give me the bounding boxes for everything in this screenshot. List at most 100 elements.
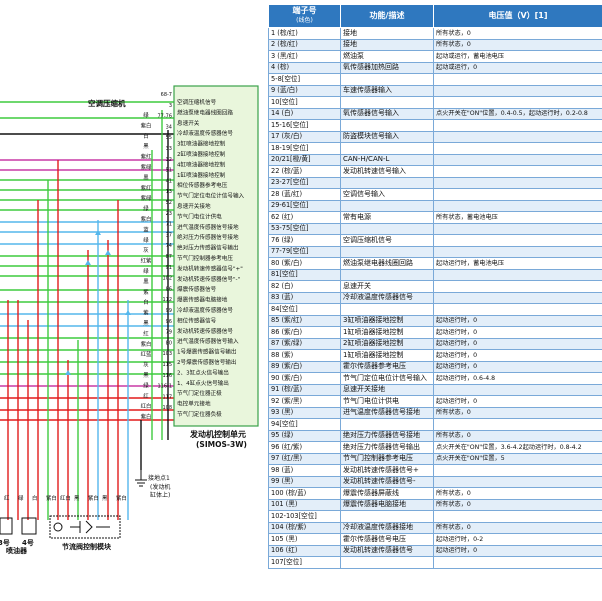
table-row: 104 (棕/紫)冷却液温度传感器接地所有状态，0 [268,521,602,534]
cell-voltage: 起动运行时，0 [433,360,602,373]
cell-function: 霍尔传感器参考电压 [340,360,434,373]
cell-function: 绝对压力传感器信号接地 [340,429,434,442]
cell-voltage: 起动运行时，0 [433,337,602,350]
pin-number-label: 51 [166,168,172,174]
pin-number-label: 55 [166,135,172,141]
pin-number-label: 87 [166,254,172,260]
ecu-function-label: 空调压缩机信号 [177,98,217,106]
pin-number-label: 77-76 [157,114,172,120]
table-row: 29-61[空位] [268,199,602,212]
cell-pin: 83 (蓝) [268,291,341,304]
cell-function: 息速开关接地 [340,383,434,396]
pin-number-label: 23 [166,211,172,217]
cell-pin: 107[空位] [268,556,341,569]
pin-number-label: 3 [169,103,172,109]
cell-function [340,96,434,109]
cell-function: 2缸喷油器接地控制 [340,337,434,350]
bottom-wire-color-label: 黑 [102,495,108,502]
cell-pin: 5-8[空位] [268,73,341,86]
cell-pin: 91 (棕/蓝) [268,383,341,396]
header-pin: 端子号(线色) [268,4,341,28]
motor-icon [53,522,63,532]
injector-4-label: 4号 [22,538,34,547]
ecu-function-label: 节气门定位电位计信号输入 [177,192,245,200]
ecu-title: 发动机控制单元 [189,429,246,439]
wire-color-label: 蓝 [143,225,149,233]
table-row: 28 (蓝/红)空调信号输入 [268,188,602,201]
cell-function [340,556,434,569]
cell-function [340,510,434,523]
pin-number-label: 102 [162,276,172,282]
cell-voltage [433,418,602,431]
pin-number-label: 96 [166,319,172,325]
table-row: 1 (棕/红)接地所有状态，0 [268,27,602,40]
cell-function [340,418,434,431]
bottom-wire-color-label: 紫白 [116,494,127,502]
wire-color-label: 紫绿 [141,194,152,202]
table-row: 81[空位] [268,268,602,281]
ecu-function-label: 节气门控制器参考电压 [177,254,233,262]
cell-pin: 90 (紫/白) [268,372,341,385]
cell-voltage: 起动运行时，0 [433,349,602,362]
table-row: 77-79[空位] [268,245,602,258]
cell-function [340,199,434,212]
table-row: 99 (黑)发动机转速传感器信号- [268,475,602,488]
header-voltage: 电压值（V）[1] [433,4,602,28]
table-row: 84[空位] [268,303,602,316]
wire-color-label: 绿 [143,381,149,389]
wire-color-label: 灰 [143,246,149,254]
pin-number-label: 52 [166,200,172,206]
cell-function: 3缸喷油器接地控制 [340,314,434,327]
table-row: 102-103[空位] [268,510,602,523]
cell-voltage: 点火开关在"ON"位置，0.4-0.5，起动运行时，0.2-0.8 [433,107,602,120]
cell-function: 氧传感器加热回路 [340,61,434,74]
ecu-function-label: 2号爆震传感器信号输出 [177,358,237,366]
cell-pin: 3 (黑/红) [268,50,341,63]
cell-pin: 14 (白) [268,107,341,120]
table-row: 90 (紫/白)节气门定位电位计信号输入起动运行时，0.6-4.8 [268,372,602,385]
wire-color-label: 紫白 [141,340,152,348]
cell-voltage [433,234,602,247]
pin-number-label: 33 [166,146,172,152]
wire-arrow [105,250,111,255]
cell-pin: 100 (棕/蓝) [268,487,341,500]
table-row: 14 (白)氧传感器信号输入点火开关在"ON"位置，0.4-0.5，起动运行时，… [268,107,602,120]
pin-number-label: 91 [166,265,172,271]
bottom-wire-color-label: 紫白 [88,494,99,502]
table-row: 85 (紫/红)3缸喷油器接地控制起动运行时，0 [268,314,602,327]
ecu-function-label: 绝对压力传感器信号输出 [177,244,239,252]
cell-voltage [433,464,602,477]
cell-voltage: 所有状态，0 [433,498,602,511]
table-row: 2 (棕/红)接地所有状态，0 [268,38,602,51]
table-row: 107[空位] [268,556,602,569]
cell-pin: 15-16[空位] [268,119,341,132]
table-row: 17 (灰/白)防盗模块信号输入 [268,130,602,143]
cell-function: 燃油泵 [340,50,434,63]
ecu-function-label: 进气温度传感器信号接地 [177,223,239,231]
cell-voltage [433,119,602,132]
cell-function: 氧传感器信号输入 [340,107,434,120]
ecu-function-label: 1缸喷油器接地控制 [177,171,226,179]
table-row: 98 (蓝)发动机转速传感器信号+ [268,464,602,477]
wire-color-label: 紫 [143,289,149,296]
ecu-box [173,85,259,427]
wire-color-labels: 绿紫白白黑紫红紫绿黑紫红紫绿绿紫白蓝绿灰红紫绿黑紫白紫黑红紫白红蓝灰黑绿红红白紫… [4,111,152,502]
table-row: 62 (红)常有电源所有状态，蓄电池电压 [268,211,602,224]
table-row: 15-16[空位] [268,119,602,132]
injector-group-label: 喷油器 [6,546,28,555]
wire-arrow [85,260,91,265]
wire-arrow [125,310,131,315]
wire-color-label: 紫红 [141,153,152,161]
pin-number-label: 68-7 [161,92,172,98]
ecu-pin-numbers: 68-7377-76345533325141135223713774879110… [157,92,172,411]
cell-pin: 62 (红) [268,211,341,224]
cell-pin: 93 (黑) [268,406,341,419]
cell-pin: 88 (紫) [268,349,341,362]
cell-pin: 86 (紫/白) [268,326,341,339]
pin-number-label: 34 [166,124,172,130]
cell-voltage: 起动运行时，蓄电池电压 [433,257,602,270]
cell-function: 发动机转速传感器信号 [340,544,434,557]
table-row: 97 (红/黑)节气门控制器参考电压点火开关在"ON"位置，5 [268,452,602,465]
cell-pin: 82 (白) [268,280,341,293]
cell-pin: 106 (红) [268,544,341,557]
